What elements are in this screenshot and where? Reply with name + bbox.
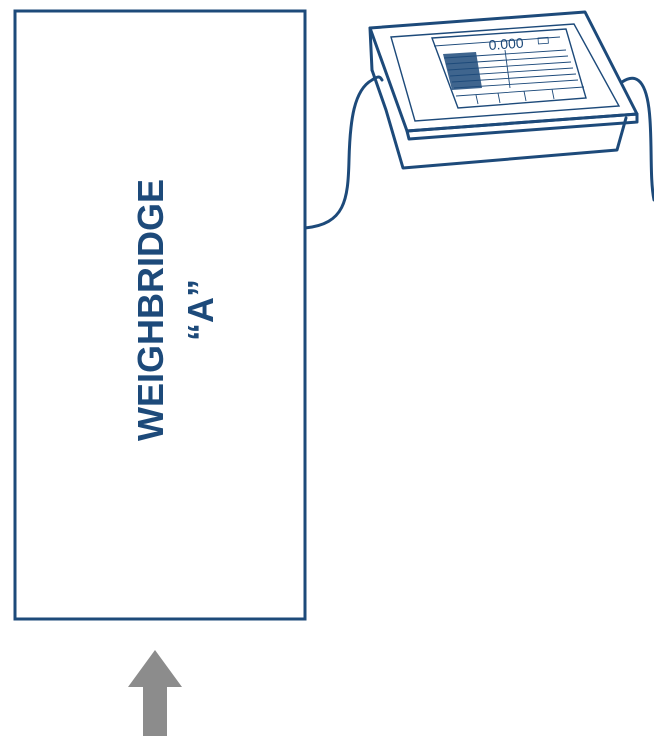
weighbridge-label: “A”: [180, 279, 221, 341]
weighbridge-name: WEIGHBRIDGE: [130, 179, 171, 441]
screen-center-divider: [505, 50, 510, 88]
up-arrow-shape: [128, 650, 182, 736]
terminal-housing-left: [370, 28, 372, 70]
weighbridge-platform: WEIGHBRIDGE “A”: [15, 11, 305, 619]
screen-softkey-bar: [456, 87, 584, 104]
up-arrow-icon: [128, 650, 182, 736]
display-reading: 0.000: [488, 35, 524, 53]
terminal-front-edge: [407, 114, 637, 139]
left-cable: [305, 77, 382, 228]
weighing-terminal: 0.000: [370, 12, 637, 168]
terminal-screen: 0.000: [432, 29, 586, 108]
terminal-housing-shadow: [393, 134, 403, 168]
terminal-bezel: [370, 12, 637, 131]
